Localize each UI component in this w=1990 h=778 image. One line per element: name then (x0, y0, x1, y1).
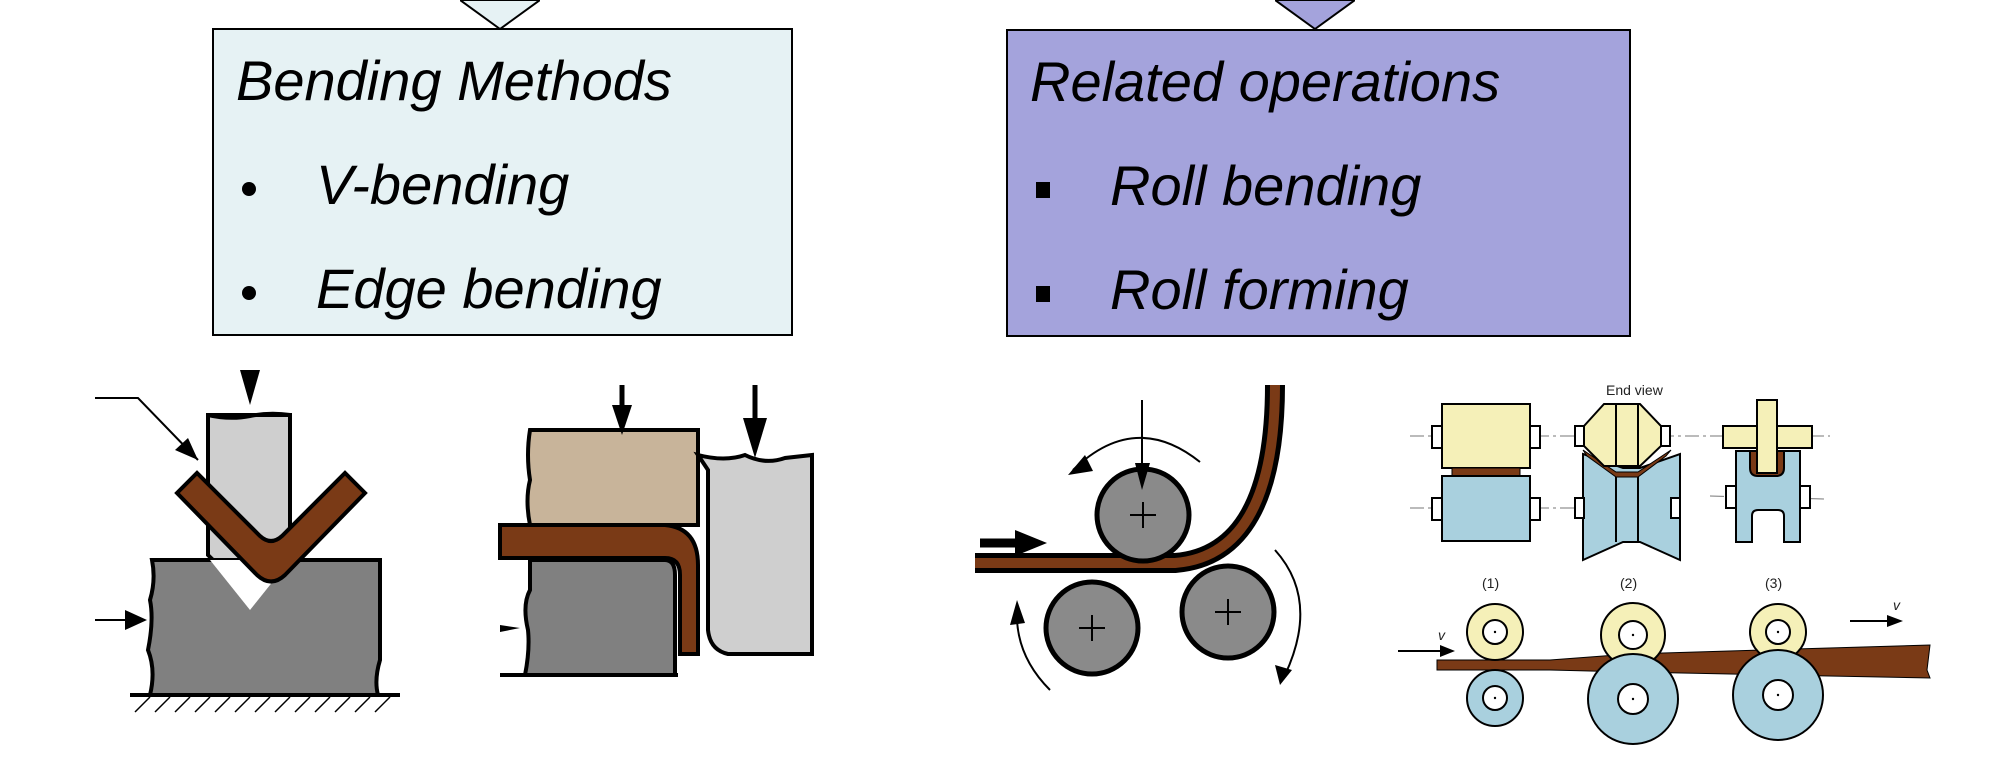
workpiece (498, 523, 700, 656)
end-view-stage-3 (1722, 399, 1813, 543)
bending-methods-title: Bending Methods (236, 49, 672, 112)
end-view-label: End view (1606, 382, 1664, 398)
force-arrow-icon (1135, 463, 1150, 490)
bullet-dot-icon (242, 182, 256, 197)
ground-hatching (134, 696, 391, 713)
pressure-pad (525, 428, 700, 527)
right-box-pointer (1275, 0, 1355, 30)
punch (693, 451, 814, 656)
force-arrow-icon (240, 370, 260, 405)
workpiece (174, 470, 368, 584)
related-operations-title: Related operations (1030, 50, 1501, 113)
bending-methods-box: Bending Methods V-bending Edge bending (212, 28, 793, 336)
velocity-in-label: v (1438, 627, 1446, 643)
roll-stage-3 (1732, 603, 1824, 741)
left-box-pointer (460, 0, 540, 30)
roll-bending-diagram (975, 384, 1302, 691)
feed-arrow-icon (1015, 530, 1047, 556)
bullet-square-icon (1036, 182, 1050, 199)
velocity-in-arrow-icon (1440, 645, 1455, 657)
list-item-edge-bending: Edge bending (236, 256, 662, 321)
roller-top (1094, 466, 1192, 564)
list-item-v-bending: V-bending (236, 152, 569, 217)
die (145, 558, 382, 697)
end-view-stage-1 (1431, 403, 1541, 542)
related-operations-box: Related operations Roll bending Roll for… (1006, 29, 1631, 337)
bullet-square-icon (1036, 286, 1050, 303)
velocity-out-label: v (1893, 597, 1901, 613)
roll-stage-1 (1466, 603, 1524, 727)
v-bending-diagram (95, 370, 400, 713)
end-view-stage-2 (1574, 403, 1681, 562)
roller-bottom-left (1043, 579, 1141, 677)
bullet-dot-icon (242, 286, 256, 301)
roll-forming-diagram: End view (1) (2) (3) (1398, 382, 1931, 745)
velocity-out-arrow-icon (1887, 615, 1903, 627)
stage-label-2: (2) (1620, 575, 1637, 591)
stage-label-3: (3) (1765, 575, 1782, 591)
die (522, 558, 677, 677)
list-item-roll-bending: Roll bending (1030, 153, 1421, 218)
force-arrow-icon (743, 418, 767, 458)
roll-stage-2 (1587, 602, 1679, 745)
force-arrow-icon (612, 405, 632, 435)
stage-label-1: (1) (1482, 575, 1499, 591)
list-item-roll-forming: Roll forming (1030, 257, 1409, 322)
edge-bending-diagram (498, 385, 814, 677)
roller-bottom-right (1179, 563, 1277, 661)
